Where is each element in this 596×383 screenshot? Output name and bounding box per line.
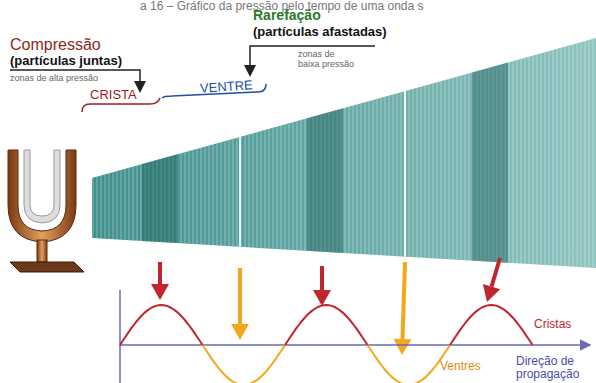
sine-wave [120, 305, 533, 383]
trough-curve [203, 345, 286, 383]
pointer-arrow [158, 262, 162, 284]
rarefaction-line [404, 91, 406, 257]
arrow-head [483, 284, 500, 302]
wave-cone [92, 38, 596, 268]
rarefaction-note: (partículas afastadas) [253, 25, 387, 39]
pointer-arrow [320, 266, 324, 290]
wave-texture [92, 38, 596, 268]
pointer-arrow [403, 262, 405, 339]
pointer-arrow [238, 268, 242, 324]
compression-title: Compressão [10, 36, 101, 54]
pointer-arrows [151, 258, 500, 355]
compression-band [142, 154, 178, 243]
leader-line [10, 70, 140, 90]
low-pressure-note: zonas de baixa pressão [298, 50, 358, 70]
direction-label: Direção de propagação [516, 355, 590, 381]
arrow-head [394, 339, 412, 355]
arrow-head [231, 324, 249, 340]
crest-curve [285, 305, 368, 345]
pointer-arrow [492, 258, 500, 287]
crest-curve [450, 305, 533, 345]
crest-curve [120, 305, 203, 345]
y-axis [119, 290, 121, 383]
trough-label: VENTRE [200, 78, 254, 96]
compression-bands [142, 62, 508, 262]
crests-label: Cristas [534, 318, 571, 331]
high-pressure-note: zonas de alta pressão [10, 74, 98, 84]
tuning-fork [8, 150, 84, 272]
x-axis [120, 344, 590, 346]
rarefaction-title: Rarefação [253, 8, 321, 23]
rarefaction-line [239, 137, 241, 247]
crest-label: CRISTA [90, 88, 137, 102]
arrow-head [151, 284, 169, 300]
compression-band [472, 62, 508, 262]
arrow-head [313, 290, 331, 306]
trough-curve [368, 345, 451, 383]
troughs-label: Ventres [440, 360, 481, 373]
leader-line [250, 46, 375, 74]
compression-note: (partículas juntas) [10, 54, 122, 68]
compression-band [307, 108, 343, 253]
